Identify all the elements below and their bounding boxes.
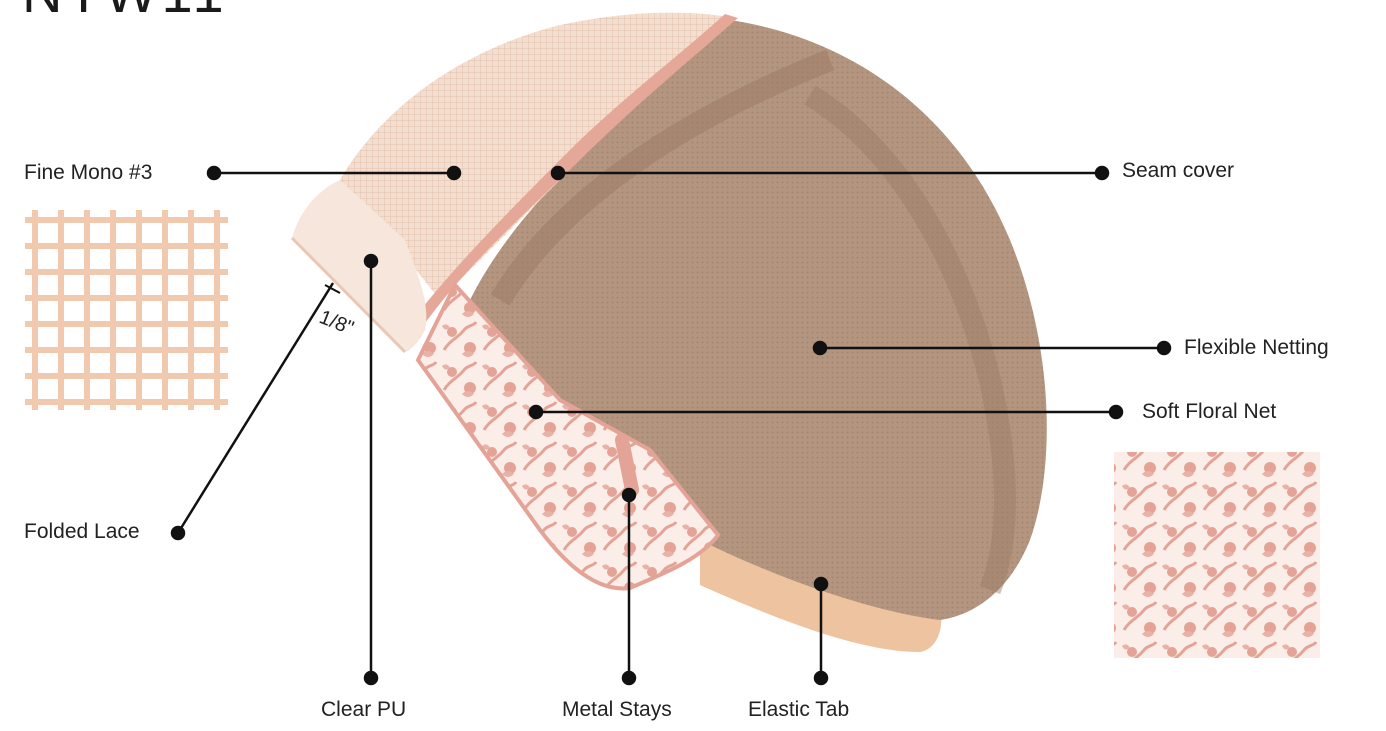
measurement-label: 1/8" [316, 306, 357, 339]
label-soft-floral-net: Soft Floral Net [1142, 400, 1276, 424]
label-folded-lace: Folded Lace [24, 520, 140, 544]
metal-stay-shape [622, 440, 632, 490]
label-fine-mono: Fine Mono #3 [24, 161, 152, 185]
soft-floral-swatch [1114, 452, 1320, 658]
label-clear-pu: Clear PU [321, 698, 406, 722]
label-flexible-netting: Flexible Netting [1184, 336, 1329, 360]
label-metal-stays: Metal Stays [562, 698, 672, 722]
fine-mono-swatch [25, 210, 228, 410]
label-elastic-tab: Elastic Tab [748, 698, 849, 722]
label-seam-cover: Seam cover [1122, 159, 1234, 183]
